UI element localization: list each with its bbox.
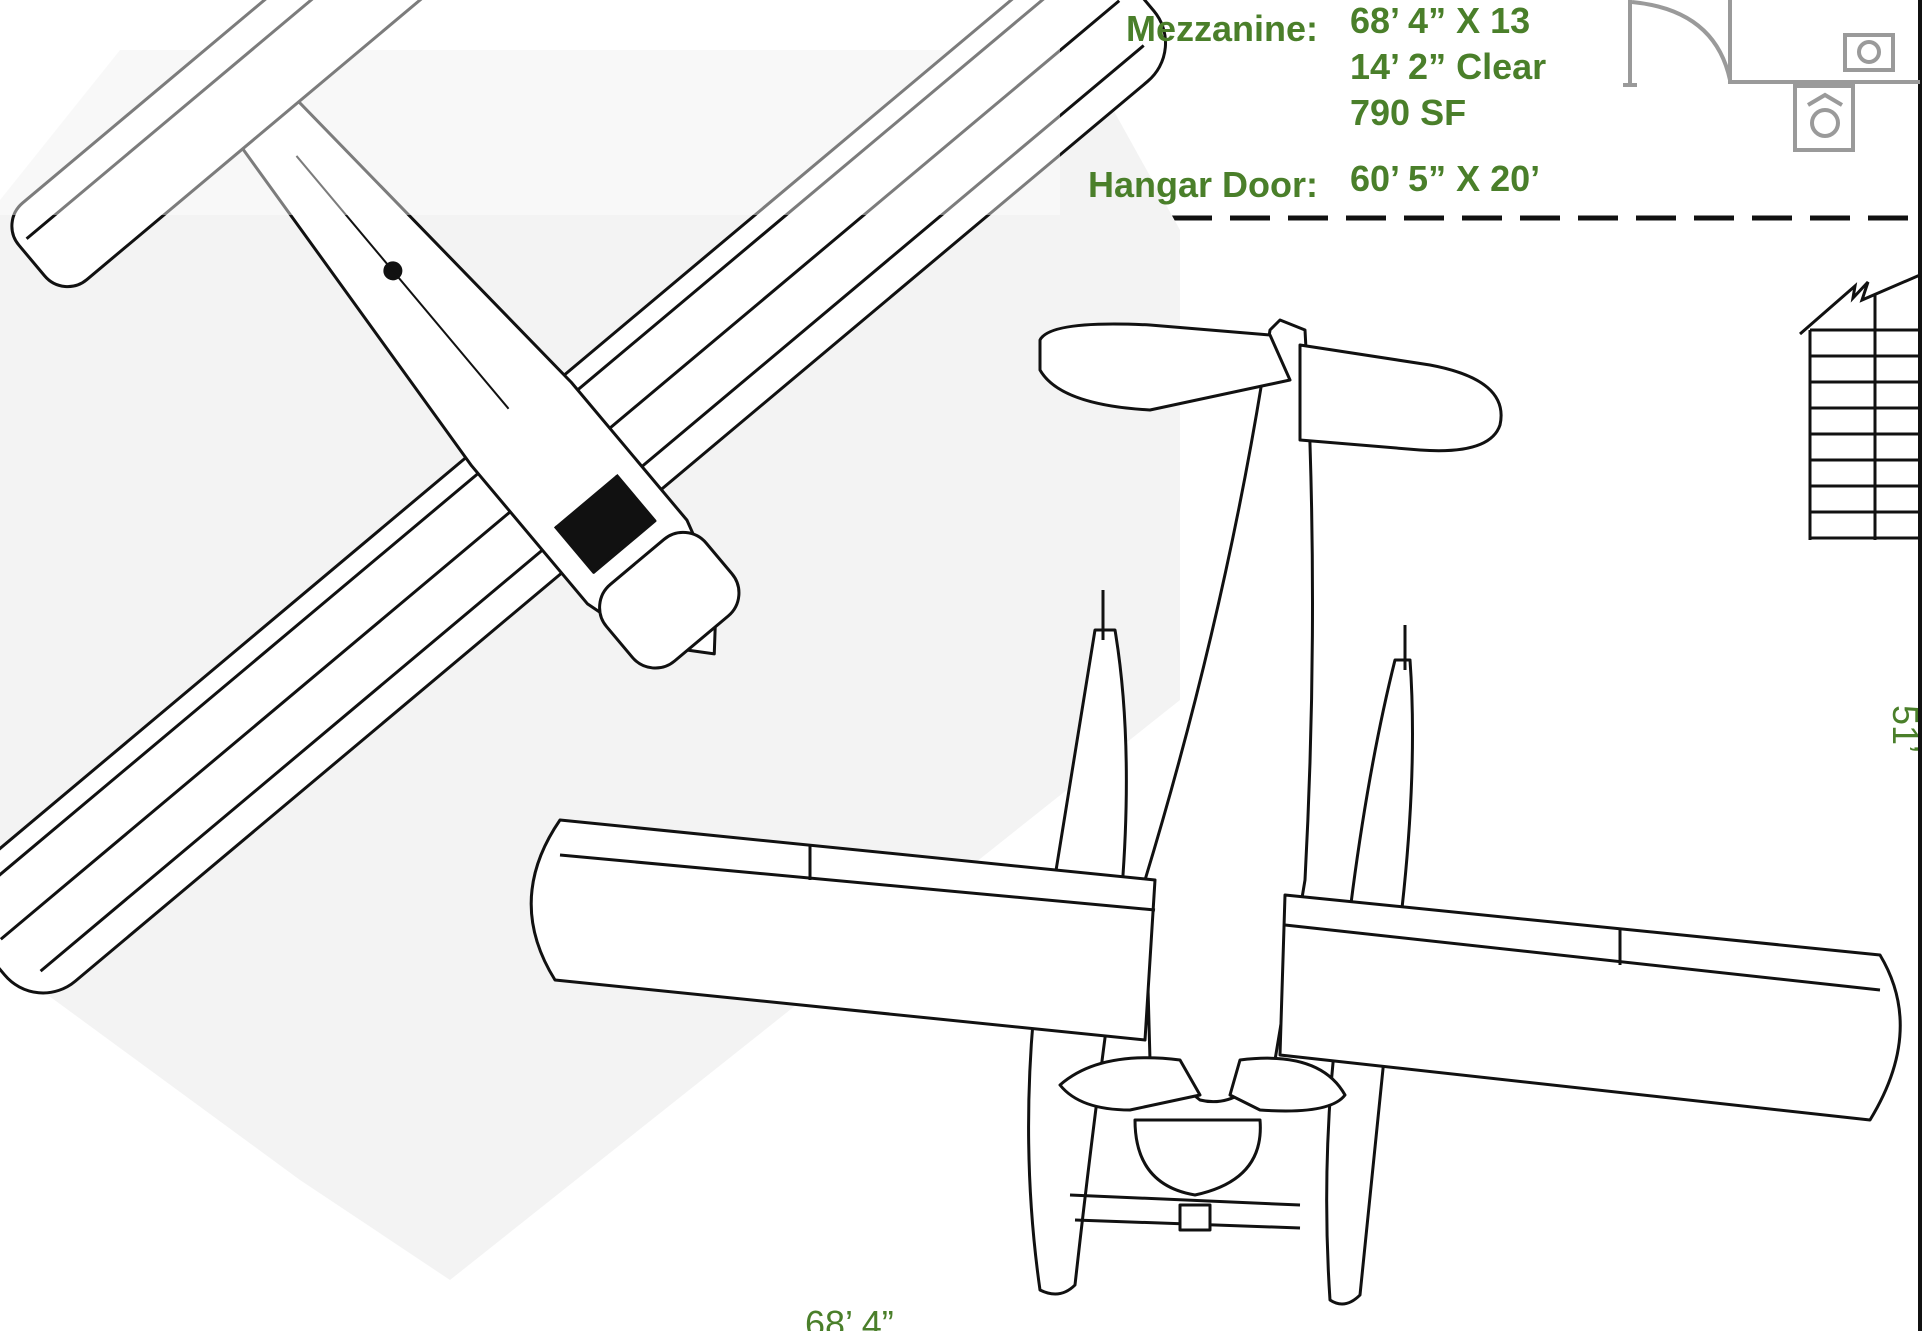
airplane-tilted xyxy=(0,0,1168,995)
dimension-depth: 51’ xyxy=(1885,705,1925,753)
sink-icon xyxy=(1843,33,1895,72)
mezzanine-area-sf: 790 SF xyxy=(1350,92,1466,133)
aircraft-footprint xyxy=(0,50,1180,1280)
toilet-icon xyxy=(1793,84,1855,152)
airplane-floatplane xyxy=(529,318,1902,1306)
restroom xyxy=(1623,0,1920,152)
dimension-width: 68’ 4” xyxy=(805,1303,894,1331)
mezzanine-stairs xyxy=(1799,273,1921,540)
mezzanine-clear-height: 14’ 2” Clear xyxy=(1350,46,1546,87)
mezzanine-area xyxy=(0,0,1060,215)
hangar-door-size: 60’ 5” X 20’ xyxy=(1350,158,1540,199)
mezzanine-size: 68’ 4” X 13 xyxy=(1350,0,1530,41)
hangar-door-label: Hangar Door: xyxy=(1088,164,1318,205)
mezzanine-label: Mezzanine: xyxy=(1126,8,1318,49)
